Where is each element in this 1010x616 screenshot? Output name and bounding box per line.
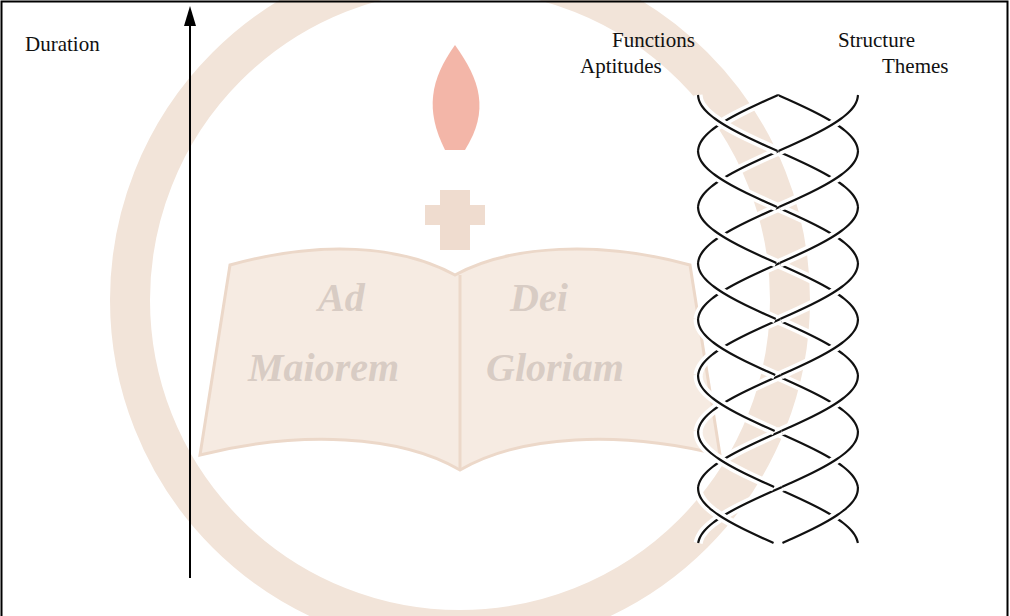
strand-gap bbox=[698, 375, 781, 431]
strand-gap bbox=[781, 319, 858, 375]
strand-gap bbox=[698, 319, 775, 375]
braid-strand bbox=[779, 151, 858, 207]
strand-gap bbox=[778, 95, 858, 151]
braid-strand bbox=[777, 207, 858, 263]
braid-strand bbox=[779, 95, 858, 151]
cross bbox=[425, 190, 485, 250]
braid-strand bbox=[777, 151, 858, 207]
book-spine bbox=[459, 275, 462, 470]
duration-arrow bbox=[189, 22, 191, 578]
strand-gap bbox=[775, 375, 858, 431]
strand-label: Functions bbox=[612, 30, 695, 51]
braid-strand bbox=[782, 431, 858, 487]
flame bbox=[433, 45, 480, 150]
braid-strand bbox=[782, 487, 857, 543]
open-book bbox=[200, 249, 720, 470]
watermark-text: Maiorem bbox=[248, 348, 399, 388]
strand-gap bbox=[698, 263, 776, 319]
watermark-text: Dei bbox=[510, 278, 568, 318]
strand-gap bbox=[698, 263, 780, 319]
braid-strand bbox=[781, 319, 858, 375]
braid-strand bbox=[781, 375, 858, 431]
strand-gap bbox=[698, 207, 776, 263]
strand-gap bbox=[777, 151, 858, 207]
strand-gap bbox=[698, 431, 774, 487]
strand-label: Structure bbox=[838, 30, 915, 51]
strand-label: Themes bbox=[882, 56, 948, 77]
strand-gap bbox=[782, 487, 857, 543]
strand-gap bbox=[698, 95, 777, 151]
braid-strand bbox=[774, 487, 858, 543]
watermark-text: Gloriam bbox=[486, 348, 624, 388]
strand-gap bbox=[776, 319, 858, 375]
seal-ring bbox=[130, 0, 790, 616]
strand-gap bbox=[776, 263, 858, 319]
braid-strand bbox=[698, 319, 780, 375]
strand-gap bbox=[698, 375, 775, 431]
braid-strand bbox=[698, 487, 782, 543]
strand-gap bbox=[698, 431, 781, 487]
strand-label: Aptitudes bbox=[580, 56, 662, 77]
braid-strand bbox=[778, 95, 858, 151]
strand-gap bbox=[775, 431, 858, 487]
braid-strand bbox=[776, 319, 858, 375]
braid-strand bbox=[698, 431, 781, 487]
braid-strand bbox=[698, 95, 777, 151]
braid-strand bbox=[780, 207, 858, 263]
braid-strand bbox=[698, 207, 776, 263]
braid-figure bbox=[698, 95, 858, 543]
braid-strand bbox=[776, 263, 858, 319]
braid-strand bbox=[698, 151, 777, 207]
braid-strand bbox=[698, 319, 775, 375]
watermark-text: Ad bbox=[318, 278, 365, 318]
braid-strand bbox=[698, 375, 781, 431]
braid-strand bbox=[698, 487, 773, 543]
strand-gap bbox=[780, 207, 858, 263]
strand-gap bbox=[698, 487, 782, 543]
strand-gap bbox=[781, 375, 858, 431]
braid-strand bbox=[698, 375, 775, 431]
strand-gap bbox=[698, 151, 777, 207]
strand-gap bbox=[698, 319, 780, 375]
axis-label: Duration bbox=[25, 34, 100, 55]
strand-gap bbox=[777, 207, 858, 263]
braid-strand bbox=[775, 431, 858, 487]
braid-strand bbox=[698, 207, 779, 263]
strand-gap bbox=[698, 95, 778, 151]
strand-gap bbox=[698, 207, 779, 263]
strand-gap bbox=[698, 487, 773, 543]
strand-gap bbox=[782, 431, 858, 487]
strand-gap bbox=[698, 151, 779, 207]
strand-gap bbox=[780, 263, 858, 319]
arrow-head bbox=[184, 6, 196, 26]
strand-gap bbox=[779, 151, 858, 207]
strand-gap bbox=[774, 487, 858, 543]
braid-strand bbox=[698, 151, 779, 207]
braid-strand bbox=[698, 95, 778, 151]
braid-strand bbox=[775, 375, 858, 431]
braid-strand bbox=[698, 263, 780, 319]
braid-strand bbox=[780, 263, 858, 319]
braid-strand bbox=[698, 431, 774, 487]
strand-gap bbox=[779, 95, 858, 151]
braid-strand bbox=[698, 263, 776, 319]
